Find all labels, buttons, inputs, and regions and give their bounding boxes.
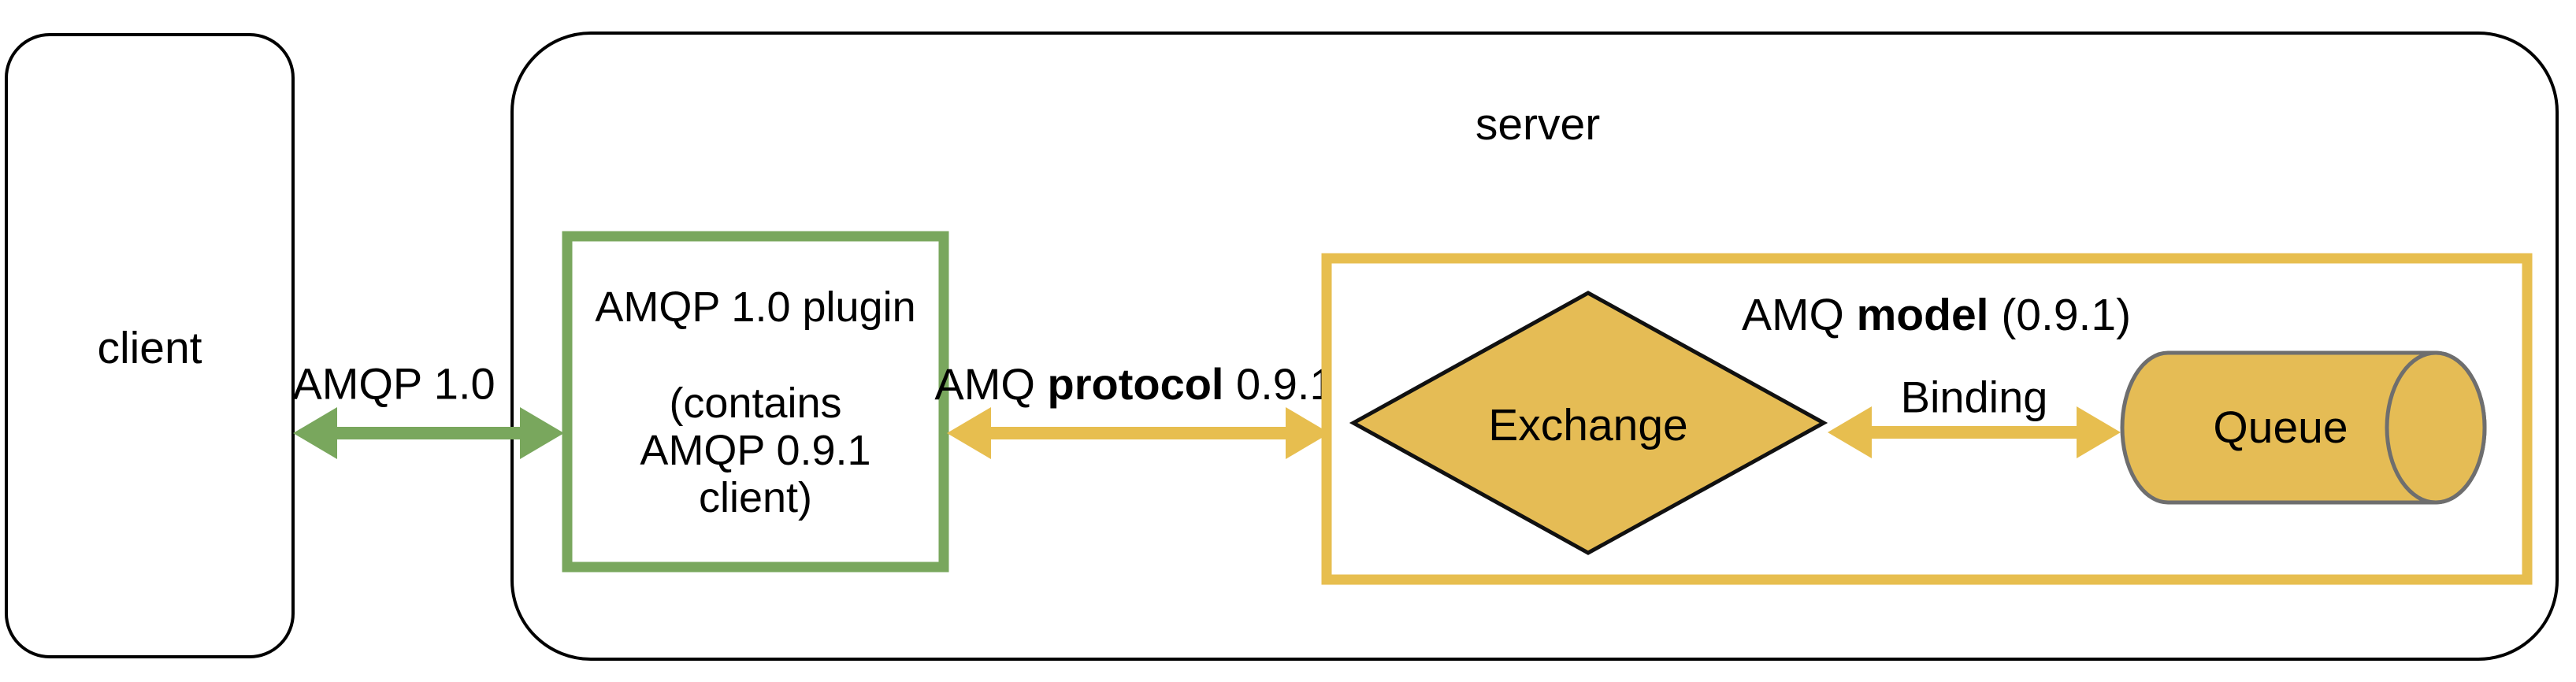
server-label: server <box>1475 99 1600 150</box>
amq-protocol-label-bold: protocol <box>1048 359 1224 409</box>
amq-model-label: AMQ model (0.9.1) <box>1742 290 2131 340</box>
amq-protocol-label-prefix: AMQ <box>934 359 1047 409</box>
amqp-1-0-arrow <box>293 407 564 459</box>
amq-protocol-arrow <box>947 407 1330 459</box>
amqp-plugin-label-line2: (contains <box>669 380 841 427</box>
exchange-diamond <box>1349 291 1828 555</box>
client-label: client <box>97 323 202 373</box>
amqp-1-0-arrow-label: AMQP 1.0 <box>292 359 495 409</box>
amqp-plugin-label-line1: AMQP 1.0 plugin <box>595 284 915 331</box>
amq-model-label-suffix: (0.9.1) <box>1988 290 2131 340</box>
queue-cylinder-face <box>2385 350 2487 505</box>
binding-arrow-label: Binding <box>1901 373 2048 422</box>
amqp-plugin-label-line4: client) <box>699 474 812 521</box>
amq-protocol-label-suffix: 0.9.1 <box>1224 359 1334 409</box>
amqp-plugin-box <box>562 231 949 573</box>
amq-model-label-bold: model <box>1857 290 1989 340</box>
binding-arrow <box>1828 406 2121 458</box>
exchange-label: Exchange <box>1488 400 1688 450</box>
amq-protocol-arrow-label: AMQ protocol 0.9.1 <box>934 359 1334 409</box>
client-box <box>5 33 295 658</box>
amqp-plugin-label-line3: AMQP 0.9.1 <box>640 427 870 474</box>
queue-label: Queue <box>2213 402 2348 453</box>
amq-model-label-prefix: AMQ <box>1742 290 1857 340</box>
